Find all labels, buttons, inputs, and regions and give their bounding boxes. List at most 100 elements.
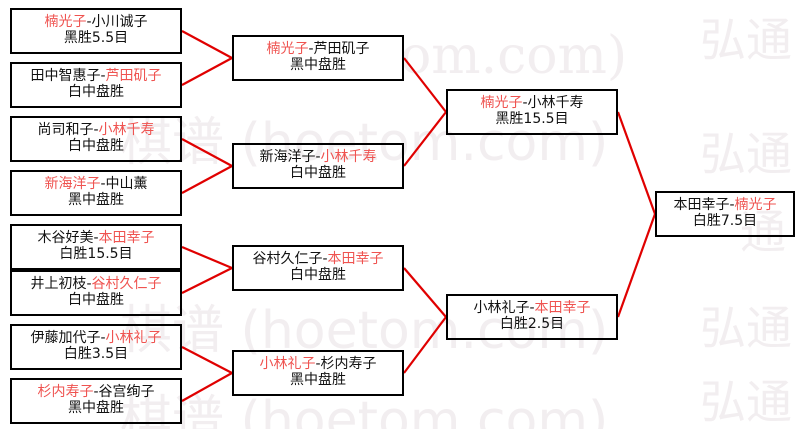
player-left: 楠光子 <box>480 95 523 112</box>
player-separator: - <box>93 122 99 139</box>
match-players: 伊藤加代子-小林礼子 <box>30 330 161 347</box>
match-box[interactable]: 小林礼子-杉内寿子黑中盘胜 <box>232 350 404 396</box>
player-separator: - <box>308 41 314 58</box>
connector-line <box>403 267 447 318</box>
match-players: 井上初枝-谷村久仁子 <box>30 276 162 293</box>
match-result: 白中盘胜 <box>68 84 124 100</box>
player-left: 尚司和子 <box>37 122 94 139</box>
player-left: 田中智惠子 <box>30 68 101 85</box>
connector-line <box>616 111 657 215</box>
player-right: 本田幸子 <box>98 230 155 247</box>
player-left: 谷村久仁子 <box>252 251 323 268</box>
player-right: 小林千寿 <box>527 95 584 112</box>
player-separator: - <box>529 300 535 317</box>
player-separator: - <box>315 356 321 373</box>
match-box[interactable]: 楠光子-小林千寿黑胜15.5目 <box>446 89 618 135</box>
player-separator: - <box>93 384 99 401</box>
match-players: 楠光子-小川诚子 <box>44 14 148 31</box>
match-box[interactable]: 新海洋子-小林千寿白中盘胜 <box>232 143 404 189</box>
match-players: 杉内寿子-谷宫绚子 <box>37 384 155 401</box>
player-separator: - <box>100 68 106 85</box>
match-box[interactable]: 本田幸子-楠光子白胜7.5目 <box>655 191 795 237</box>
match-players: 楠光子-小林千寿 <box>480 95 584 112</box>
player-right: 本田幸子 <box>327 251 384 268</box>
match-box[interactable]: 井上初枝-谷村久仁子白中盘胜 <box>10 270 182 316</box>
match-players: 谷村久仁子-本田幸子 <box>252 251 384 268</box>
player-separator: - <box>100 330 106 347</box>
match-result: 白中盘胜 <box>290 165 346 181</box>
connector-line <box>181 267 233 294</box>
match-box[interactable]: 伊藤加代子-小林礼子白胜3.5目 <box>10 324 182 370</box>
match-box[interactable]: 杉内寿子-谷宫绚子黑中盘胜 <box>10 378 182 424</box>
player-right: 中山薰 <box>105 176 148 193</box>
match-players: 尚司和子-小林千寿 <box>37 122 154 139</box>
player-separator: - <box>522 95 528 112</box>
watermark-text: 弘通 <box>700 13 792 67</box>
player-left: 木谷好美 <box>37 230 94 247</box>
match-players: 楠光子-芦田矶子 <box>266 41 370 58</box>
match-players: 田中智惠子-芦田矶子 <box>30 68 162 85</box>
match-result: 黑中盘胜 <box>68 400 124 416</box>
player-separator: - <box>93 230 99 247</box>
match-players: 小林礼子-杉内寿子 <box>259 356 377 373</box>
player-separator: - <box>315 149 321 166</box>
connector-line <box>403 111 447 167</box>
match-box[interactable]: 小林礼子-本田幸子白胜2.5目 <box>446 294 618 340</box>
player-right: 小林千寿 <box>320 149 377 166</box>
player-separator: - <box>86 14 92 31</box>
player-right: 谷宫绚子 <box>98 384 155 401</box>
match-box[interactable]: 木谷好美-本田幸子白胜15.5目 <box>10 224 182 270</box>
connector-line <box>181 372 233 402</box>
watermark-text: 弘通 <box>700 375 792 429</box>
match-box[interactable]: 新海洋子-中山薰黑中盘胜 <box>10 170 182 216</box>
player-left: 本田幸子 <box>673 197 730 214</box>
player-right: 芦田矶子 <box>105 68 162 85</box>
match-box[interactable]: 谷村久仁子-本田幸子白中盘胜 <box>232 245 404 291</box>
player-right: 小川诚子 <box>91 14 148 31</box>
connector-line <box>181 245 233 270</box>
connector-line <box>181 57 233 86</box>
player-separator: - <box>322 251 328 268</box>
match-box[interactable]: 田中智惠子-芦田矶子白中盘胜 <box>10 62 182 108</box>
player-left: 楠光子 <box>44 14 87 31</box>
player-left: 小林礼子 <box>259 356 316 373</box>
player-left: 新海洋子 <box>44 176 101 193</box>
player-left: 杉内寿子 <box>37 384 94 401</box>
player-left: 楠光子 <box>266 41 309 58</box>
match-players: 木谷好美-本田幸子 <box>37 230 155 247</box>
connector-line <box>181 138 233 167</box>
player-right: 本田幸子 <box>534 300 591 317</box>
match-result: 白胜2.5目 <box>499 316 565 332</box>
player-right: 楠光子 <box>734 197 777 214</box>
player-right: 杉内寿子 <box>320 356 377 373</box>
player-right: 谷村久仁子 <box>91 276 162 293</box>
match-result: 白中盘胜 <box>68 292 124 308</box>
player-left: 新海洋子 <box>259 149 316 166</box>
connector-line <box>181 30 233 59</box>
connector-line <box>403 57 447 113</box>
match-result: 白胜15.5目 <box>59 246 133 262</box>
match-result: 白中盘胜 <box>290 267 346 283</box>
match-result: 黑中盘胜 <box>290 57 346 73</box>
watermark-text: 弘通 <box>700 301 792 355</box>
player-left: 伊藤加代子 <box>30 330 101 347</box>
connector-line <box>181 346 233 374</box>
match-result: 黑胜5.5目 <box>63 30 129 46</box>
player-separator: - <box>729 197 735 214</box>
match-result: 黑中盘胜 <box>68 192 124 208</box>
match-result: 白胜7.5目 <box>692 213 758 229</box>
player-separator: - <box>100 176 106 193</box>
watermark-text: 弘通 <box>700 127 792 181</box>
match-box[interactable]: 楠光子-芦田矶子黑中盘胜 <box>232 35 404 81</box>
match-players: 小林礼子-本田幸子 <box>473 300 591 317</box>
match-result: 黑中盘胜 <box>290 372 346 388</box>
player-left: 井上初枝 <box>30 276 87 293</box>
connector-line <box>616 213 657 318</box>
match-box[interactable]: 楠光子-小川诚子黑胜5.5目 <box>10 8 182 54</box>
match-result: 白中盘胜 <box>68 138 124 154</box>
match-result: 白胜3.5目 <box>63 346 129 362</box>
player-right: 芦田矶子 <box>313 41 370 58</box>
watermark-text: om.com) <box>400 26 628 86</box>
match-box[interactable]: 尚司和子-小林千寿白中盘胜 <box>10 116 182 162</box>
